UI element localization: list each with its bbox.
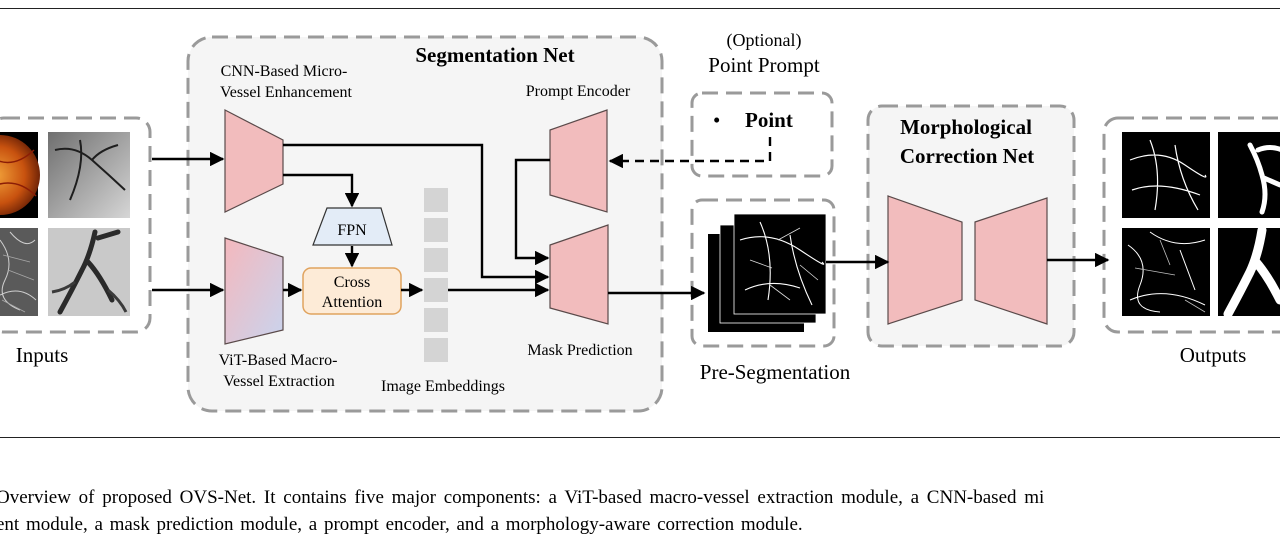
morph-title-line1: Morphological — [900, 115, 1032, 139]
segmentation-net-title: Segmentation Net — [415, 43, 574, 67]
fpn-module — [312, 207, 393, 246]
image-embeddings-stack — [424, 188, 448, 362]
mask-prediction-module — [549, 224, 609, 325]
correction-encoder-module — [887, 195, 963, 325]
image-embeddings-label: Image Embeddings — [381, 378, 505, 395]
fpn-label: FPN — [337, 222, 367, 239]
cross-attention-label-line2: Attention — [322, 294, 382, 311]
vit-label-line1: ViT-Based Macro- — [219, 352, 338, 369]
inputs-label: Inputs — [16, 343, 69, 367]
output-mask-4 — [1218, 225, 1280, 319]
outputs-label: Outputs — [1180, 343, 1247, 367]
arrow-cnn-to-fpn — [283, 173, 360, 208]
outputs-group: Outputs — [1102, 116, 1280, 367]
input-fundus-image — [0, 132, 40, 218]
input-oct-angio-image — [0, 228, 38, 316]
mask-prediction-label: Mask Prediction — [527, 342, 632, 359]
point-label: Point — [745, 108, 793, 132]
presegmentation-label: Pre-Segmentation — [700, 360, 851, 384]
input-angiography-image-1 — [48, 132, 130, 218]
presegmentation-masks — [708, 213, 827, 332]
segmentation-net-group: Segmentation Net CNN-Based Micro- Vessel… — [186, 35, 664, 413]
arrow-cnn-to-mask — [283, 143, 550, 285]
prompt-encoder-module — [549, 109, 608, 213]
vit-macro-vessel-module — [224, 237, 284, 345]
output-mask-1 — [1122, 132, 1210, 218]
correction-decoder-module — [974, 197, 1048, 325]
point-prompt-group: (Optional) Point Prompt • Point — [690, 30, 834, 178]
point-prompt-box — [690, 91, 834, 178]
cnn-label-line2: Vessel Enhancement — [220, 84, 353, 101]
optional-label: (Optional) — [727, 30, 802, 51]
cross-attention-label-line1: Cross — [334, 274, 370, 291]
vit-label-line2: Vessel Extraction — [223, 373, 335, 390]
point-bullet: • — [713, 108, 720, 132]
connection-arrows — [152, 137, 1110, 301]
presegmentation-group: Pre-Segmentation — [690, 198, 851, 384]
point-prompt-label: Point Prompt — [708, 53, 820, 77]
inputs-group: Inputs — [0, 116, 152, 367]
input-angiography-image-2 — [48, 228, 130, 316]
output-mask-2 — [1218, 132, 1280, 218]
figure-caption-line2: ent module, a mask prediction module, a … — [0, 514, 803, 535]
cnn-label-line1: CNN-Based Micro- — [221, 63, 348, 80]
arrow-prompt-to-mask — [514, 158, 550, 266]
arrow-point-to-prompt-encoder — [608, 137, 772, 169]
cnn-micro-vessel-module — [224, 109, 284, 213]
figure-caption-line1: Overview of proposed OVS-Net. It contain… — [0, 487, 1045, 508]
morph-title-line2: Correction Net — [900, 144, 1034, 168]
prompt-encoder-label: Prompt Encoder — [526, 83, 631, 100]
morphological-correction-group: Morphological Correction Net — [866, 104, 1076, 348]
output-mask-3 — [1122, 228, 1210, 316]
